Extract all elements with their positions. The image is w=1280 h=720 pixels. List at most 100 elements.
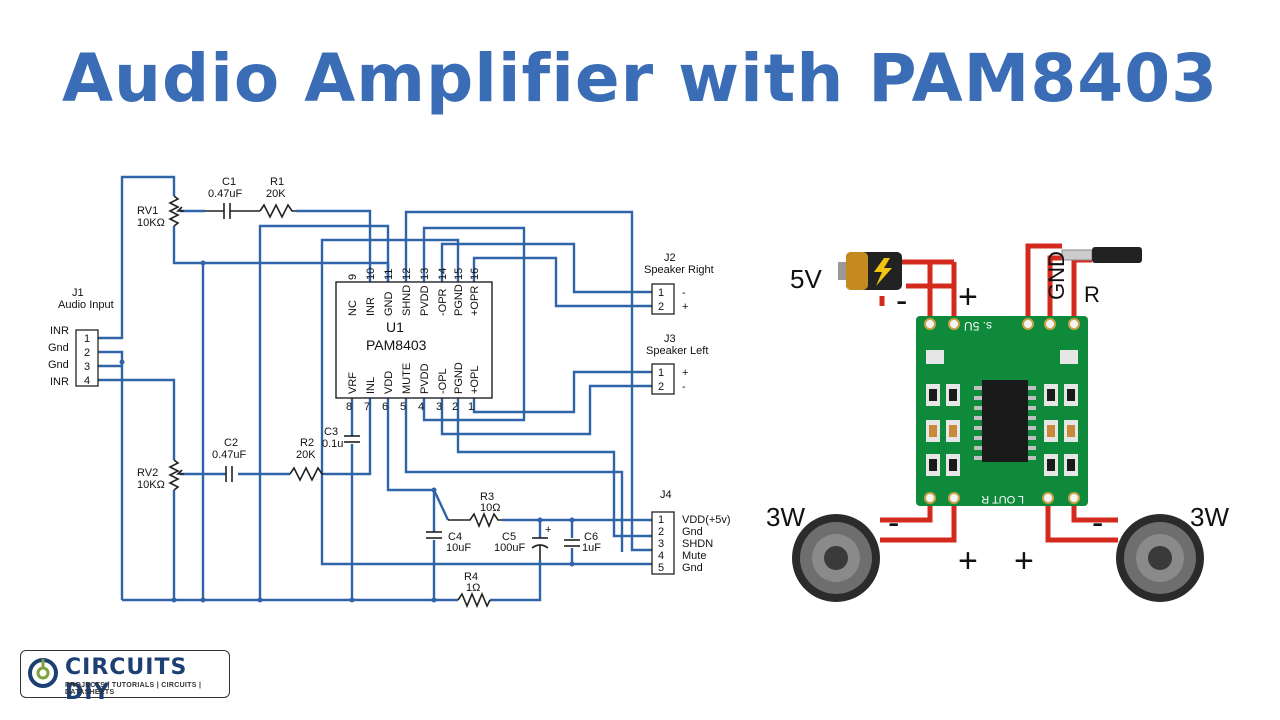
j4-label: Gnd <box>682 562 703 574</box>
left-speaker-plus: + <box>958 542 978 580</box>
logo-circuit-icon <box>28 658 58 688</box>
c2-ref: C2 <box>224 437 238 449</box>
c1-value: 0.47uF <box>208 188 243 200</box>
j1-audio-input-connector: J1 Audio Input 1 2 3 4 INR Gnd Gnd INR <box>48 287 114 388</box>
j1-label: INR <box>50 325 69 337</box>
battery-plus-sign: + <box>958 278 978 316</box>
c5-capacitor: + C5 100uF <box>494 524 551 560</box>
logo-name: CIRCUITS DIY <box>65 655 188 705</box>
u1-pin-number: 9 <box>347 274 359 280</box>
j1-name: Audio Input <box>58 299 114 311</box>
j2-sign: + <box>682 301 688 313</box>
right-speaker-power: 3W <box>1190 502 1229 532</box>
u1-pin-number: 3 <box>436 401 442 413</box>
r4-value: 1Ω <box>466 582 480 594</box>
u1-pin-name: +OPL <box>469 366 481 394</box>
u1-pin-number: 4 <box>418 401 424 413</box>
j1-pin: 3 <box>84 361 90 373</box>
j1-ref: J1 <box>72 287 84 299</box>
u1-pin-number: 10 <box>365 268 377 280</box>
board-top-silkscreen: s. 5U <box>964 319 992 333</box>
c4-capacitor: C4 10uF <box>426 531 471 554</box>
c2-value: 0.47uF <box>212 449 247 461</box>
u1-pin-number: 1 <box>468 401 474 413</box>
u1-pin-name: -OPL <box>437 368 449 394</box>
u1-pam8403-chip: U1 PAM8403 9NC10INR11GND12SHND13PVDD14-O… <box>335 268 493 413</box>
j4-label: VDD(+5v) <box>682 514 731 526</box>
c1-capacitor: C1 0.47uF <box>205 176 260 219</box>
j4-label: Gnd <box>682 526 703 538</box>
logo-tagline: PROJECTS | TUTORIALS | CIRCUITS | DATASH… <box>65 682 202 696</box>
j3-pin: 1 <box>658 367 664 379</box>
page-title: Audio Amplifier with PAM8403 <box>61 40 1219 117</box>
rv2-potentiometer: RV2 10KΩ <box>137 459 184 491</box>
rv2-value: 10KΩ <box>137 479 165 491</box>
j4-power-connector: J4 1 2 3 4 5 VDD(+5v) Gnd SHDN Mute Gnd <box>651 489 731 575</box>
c6-value: 1uF <box>582 542 601 554</box>
j3-name: Speaker Left <box>646 345 708 357</box>
c3-capacitor: C3 0.1u <box>322 426 360 450</box>
left-speaker-power: 3W <box>766 502 805 532</box>
j2-sign: - <box>682 287 686 299</box>
u1-pin-number: 11 <box>383 269 395 280</box>
j4-pin: 2 <box>658 526 664 538</box>
wiring-illustration: 5V - + GND R <box>766 243 1229 602</box>
c4-value: 10uF <box>446 542 471 554</box>
gnd-label: GND <box>1044 251 1069 300</box>
u1-pin-name: PGND <box>453 284 465 316</box>
j2-pin: 2 <box>658 301 664 313</box>
j4-ref: J4 <box>660 489 672 501</box>
c2-capacitor: C2 0.47uF <box>212 437 247 482</box>
rv1-value: 10KΩ <box>137 217 165 229</box>
circuits-diy-logo: CIRCUITS DIY PROJECTS | TUTORIALS | CIRC… <box>20 650 230 705</box>
u1-pin-name: PVDD <box>419 285 431 316</box>
j1-label: Gnd <box>48 359 69 371</box>
j4-pin: 5 <box>658 562 664 574</box>
left-speaker-minus: - <box>888 504 899 542</box>
j2-name: Speaker Right <box>644 264 714 276</box>
j3-speaker-left-connector: J3 Speaker Left 1 2 + - <box>646 333 708 395</box>
j1-pin: 1 <box>84 333 90 345</box>
c4-ref: C4 <box>448 531 462 543</box>
u1-pin-name: VDD <box>383 371 395 394</box>
rv1-ref: RV1 <box>137 205 158 217</box>
c6-capacitor: C6 1uF <box>564 531 601 554</box>
r1-resistor: R1 20K <box>259 176 296 219</box>
r4-resistor: R4 1Ω <box>457 571 491 609</box>
r4-ref: R4 <box>464 571 478 583</box>
r-channel-label: R <box>1084 282 1100 307</box>
j3-ref: J3 <box>664 333 676 345</box>
j1-pin: 4 <box>84 375 90 387</box>
r1-ref: R1 <box>270 176 284 188</box>
r1-value: 20K <box>266 188 286 200</box>
u1-pin-name: INL <box>365 377 377 394</box>
j2-pin: 1 <box>658 287 664 299</box>
c5-ref: C5 <box>502 531 516 543</box>
svg-text:+: + <box>545 524 551 536</box>
j2-ref: J2 <box>664 252 676 264</box>
u1-part: PAM8403 <box>366 337 427 353</box>
j4-pin: 3 <box>658 538 664 550</box>
c1-ref: C1 <box>222 176 236 188</box>
u1-pin-name: -OPR <box>437 288 449 316</box>
battery-minus-sign: - <box>896 282 907 320</box>
board-bottom-silkscreen: L OUT R <box>981 493 1024 505</box>
u1-pin-number: 7 <box>364 401 370 413</box>
r3-ref: R3 <box>480 491 494 503</box>
c3-ref: C3 <box>324 426 338 438</box>
j4-pin: 1 <box>658 514 664 526</box>
schematic-wires <box>98 175 652 603</box>
j2-speaker-right-connector: J2 Speaker Right 1 2 - + <box>644 252 714 315</box>
c3-value: 0.1u <box>322 438 343 450</box>
right-speaker-minus: - <box>1092 504 1103 542</box>
r2-ref: R2 <box>300 437 314 449</box>
left-speaker-icon <box>792 514 880 602</box>
u1-pin-name: GND <box>383 292 395 317</box>
u1-pin-name: MUTE <box>401 363 413 394</box>
r3-value: 10Ω <box>480 502 500 514</box>
r2-value: 20K <box>296 449 316 461</box>
rv2-ref: RV2 <box>137 467 158 479</box>
j4-label: SHDN <box>682 538 713 550</box>
right-speaker-plus: + <box>1014 542 1034 580</box>
j4-pin: 4 <box>658 550 664 562</box>
